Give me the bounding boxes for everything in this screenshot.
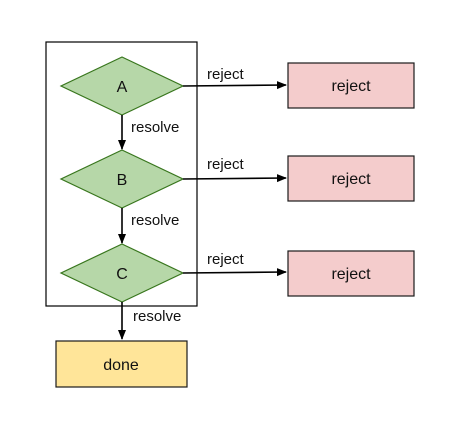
resolve-label-c-done: resolve [133,308,181,325]
reject-box-a: reject [287,62,415,109]
decision-b-label: B [117,172,128,189]
decision-c-label: C [116,266,128,283]
decision-a-label: A [117,79,128,96]
resolve-label-a-b: resolve [131,119,179,136]
reject-box-a-shape [287,62,415,109]
reject-box-c-shape [287,250,415,297]
reject-arrow-b [182,174,287,183]
reject-box-b: reject [287,155,415,202]
reject-arrow-c [182,268,287,277]
reject-edge-label-b: reject [207,156,245,173]
done-box: done [55,340,188,388]
reject-edge-label-c: reject [207,251,245,268]
reject-edge-label-a: reject [207,66,245,83]
resolve-label-b-c: resolve [131,212,179,229]
decision-b: B [59,149,185,209]
done-box-shape [55,340,188,388]
reject-box-c-label: reject [331,266,371,283]
reject-box-b-label: reject [331,171,371,188]
decision-c: C [59,243,185,303]
decision-a: A [59,56,185,116]
reject-box-b-shape [287,155,415,202]
done-box-label: done [103,357,139,374]
reject-arrow-a [182,81,287,90]
reject-box-c: reject [287,250,415,297]
reject-box-a-label: reject [331,78,371,95]
